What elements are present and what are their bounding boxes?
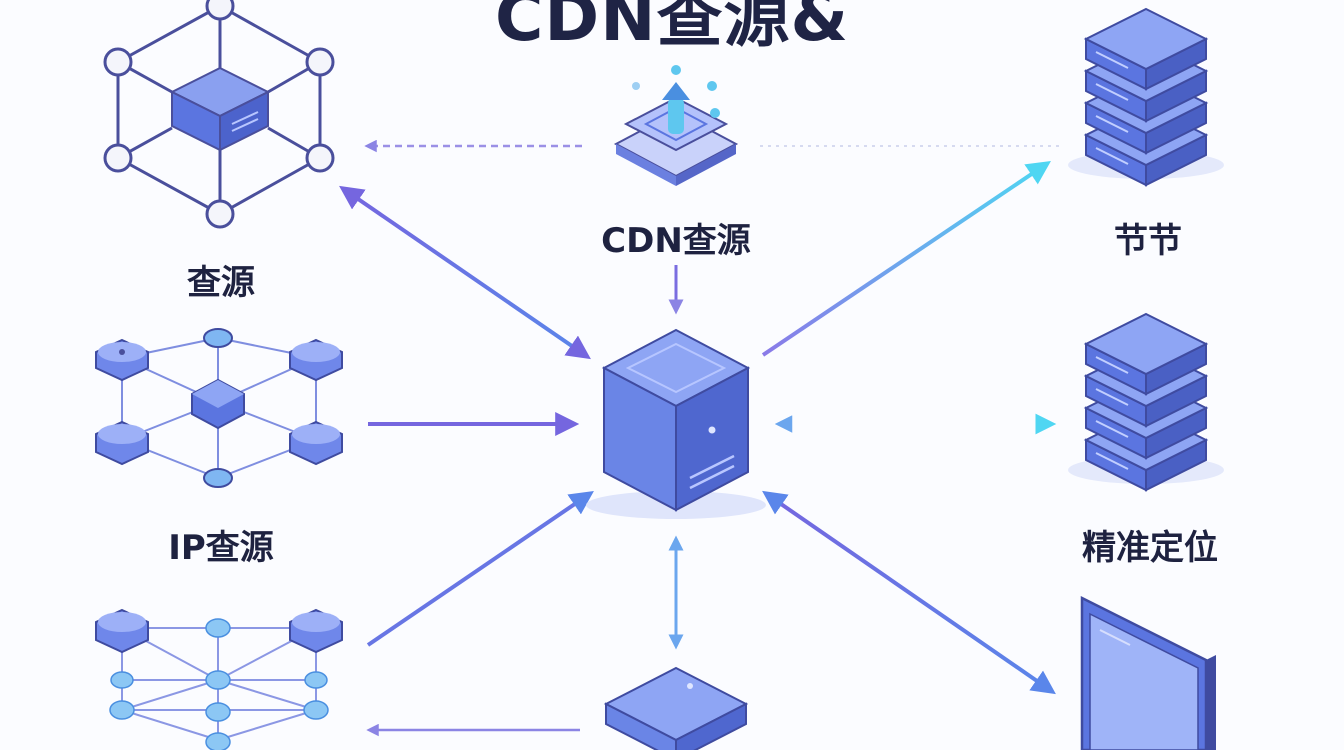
connector-group — [339, 139, 1060, 737]
ip-network-core-node — [191, 378, 245, 430]
label-middle-right: 精准定位 — [1082, 528, 1218, 568]
hex-network-nodes — [103, 0, 335, 229]
flat-server-icon — [603, 666, 749, 750]
mesh-network-node — [205, 670, 231, 690]
mesh-network-node — [110, 671, 134, 689]
server-stack-icon — [1068, 7, 1224, 187]
ip-network-node — [289, 338, 343, 382]
ip-network-small-node — [203, 468, 233, 488]
arrow-bottom-left-to-hub — [366, 490, 594, 647]
server-unit — [1083, 7, 1209, 91]
mesh-network-icon — [95, 608, 343, 750]
ip-network-node — [95, 338, 149, 382]
monitor-icon — [1080, 595, 1216, 750]
mesh-network-node — [109, 700, 135, 720]
ip-network-small-node — [203, 328, 233, 348]
hub-server-cube-icon — [586, 328, 766, 519]
mesh-network-node — [205, 702, 231, 722]
label-top-right: 节节 — [1114, 221, 1182, 261]
mesh-network-node — [205, 618, 231, 638]
mesh-network-hub-node — [95, 608, 149, 654]
label-top-center: CDN查源 — [601, 221, 751, 261]
arrow-hub-top-left — [339, 185, 591, 360]
ip-network-icon — [95, 328, 343, 488]
mesh-network-node — [303, 700, 329, 720]
mesh-network-node — [205, 732, 231, 750]
ip-network-node — [289, 420, 343, 466]
cdn-origin-icon — [613, 65, 739, 186]
hex-network-cube — [169, 66, 271, 152]
diagram-title: CDN查源& — [494, 0, 849, 56]
mesh-network-node — [304, 671, 328, 689]
mesh-network-hub-node — [289, 608, 343, 654]
server-stack-icon — [1068, 312, 1224, 492]
ip-network-node — [95, 420, 149, 466]
arrow-hub-bottom-right — [762, 490, 1056, 695]
server-unit — [1083, 312, 1209, 396]
label-top-left: 查源 — [187, 263, 255, 303]
arrow-hub-top-right — [761, 160, 1051, 357]
label-middle-left: IP查源 — [168, 528, 274, 568]
